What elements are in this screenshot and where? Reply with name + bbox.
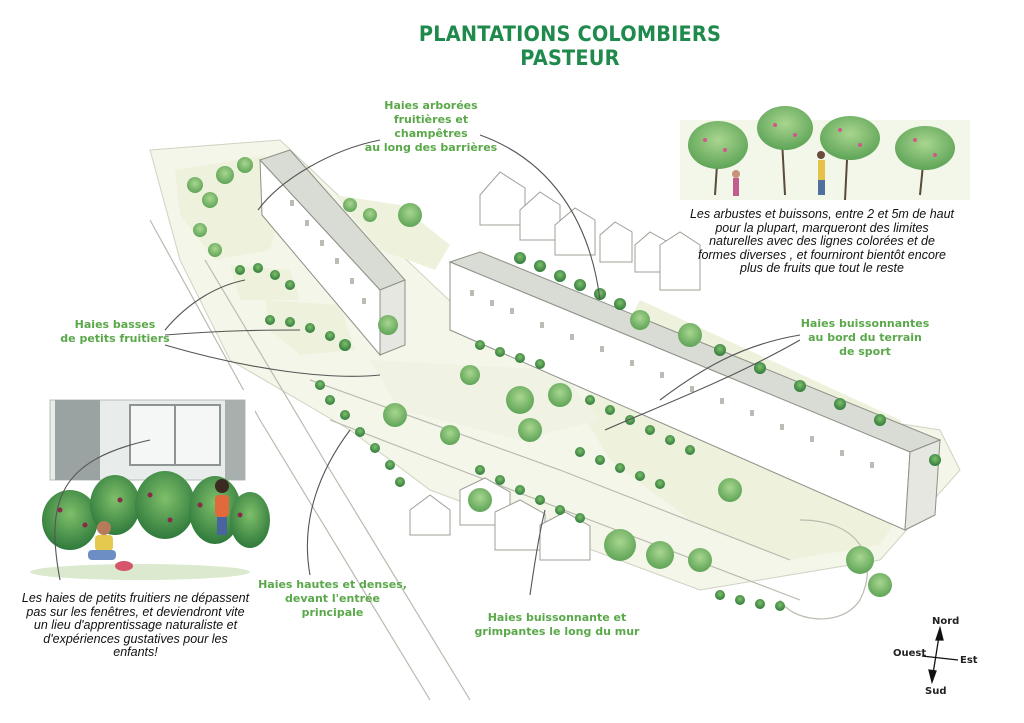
note-line: plus de fruits que tout le reste bbox=[740, 261, 904, 275]
label-line: devant l'entrée principale bbox=[285, 592, 380, 619]
callout-lines bbox=[54, 134, 801, 596]
label-line: au long des barrières bbox=[364, 141, 498, 154]
child-figures bbox=[88, 479, 229, 571]
orchard-illustration bbox=[680, 106, 970, 201]
label-line: Haies buissonnante et bbox=[487, 611, 627, 624]
label-line: Haies arborées bbox=[384, 99, 478, 112]
note-line: pour la plupart, marqueront des limites bbox=[715, 220, 929, 235]
note-line: Les haies de petits fruitiers ne dépasse… bbox=[21, 591, 250, 605]
note-line: enfants! bbox=[113, 645, 158, 659]
label-line: grimpantes le long du mur bbox=[474, 625, 640, 638]
compass-west: Ouest bbox=[893, 648, 927, 659]
note-line: formes diverses , et fourniront bientôt … bbox=[697, 247, 947, 262]
label-line: Haies buissonnantes bbox=[800, 317, 930, 330]
buildings bbox=[259, 149, 942, 531]
note-line: un lieu d'apprentissage naturaliste et bbox=[33, 618, 238, 632]
page-title: PLANTATIONS COLOMBIERS PASTEUR bbox=[418, 22, 722, 70]
label-line: Haies hautes et denses, bbox=[258, 578, 407, 591]
label-line: au bord du terrain bbox=[808, 331, 922, 344]
hedges bbox=[187, 157, 941, 611]
label-line: Haies basses bbox=[74, 318, 156, 331]
label-haies-mur: Haies buissonnante et grimpantes le long… bbox=[472, 611, 642, 639]
label-haies-buissonnantes-sport: Haies buissonnantes au bord du terrain d… bbox=[800, 317, 930, 359]
people-figures bbox=[732, 151, 825, 196]
note-line: Les arbustes et buissons, entre 2 et 5m … bbox=[689, 207, 955, 221]
note-line: naturelles avec des lignes colorées et d… bbox=[709, 234, 935, 248]
label-line: de sport bbox=[839, 345, 891, 358]
children-illustration bbox=[30, 390, 270, 580]
label-haies-hautes: Haies hautes et denses, devant l'entrée … bbox=[255, 578, 410, 620]
label-line: fruitières et champêtres bbox=[393, 113, 469, 140]
compass-south: Sud bbox=[925, 686, 947, 697]
note-line: pas sur les fenêtres, et deviendront vit… bbox=[26, 604, 245, 619]
note-arbustes: Les arbustes et buissons, entre 2 et 5m … bbox=[672, 207, 972, 276]
compass-east: Est bbox=[960, 655, 978, 666]
compass-north: Nord bbox=[932, 616, 960, 627]
label-haies-basses: Haies basses de petits fruitiers bbox=[60, 318, 170, 346]
note-petits-fruitiers: Les haies de petits fruitiers ne dépasse… bbox=[8, 591, 263, 660]
label-line: de petits fruitiers bbox=[60, 332, 170, 345]
label-haies-arborees: Haies arborées fruitières et champêtres … bbox=[356, 99, 506, 155]
note-line: d'expériences gustatives pour les bbox=[43, 631, 228, 646]
building-windows bbox=[290, 200, 874, 468]
compass-icon bbox=[921, 625, 959, 685]
